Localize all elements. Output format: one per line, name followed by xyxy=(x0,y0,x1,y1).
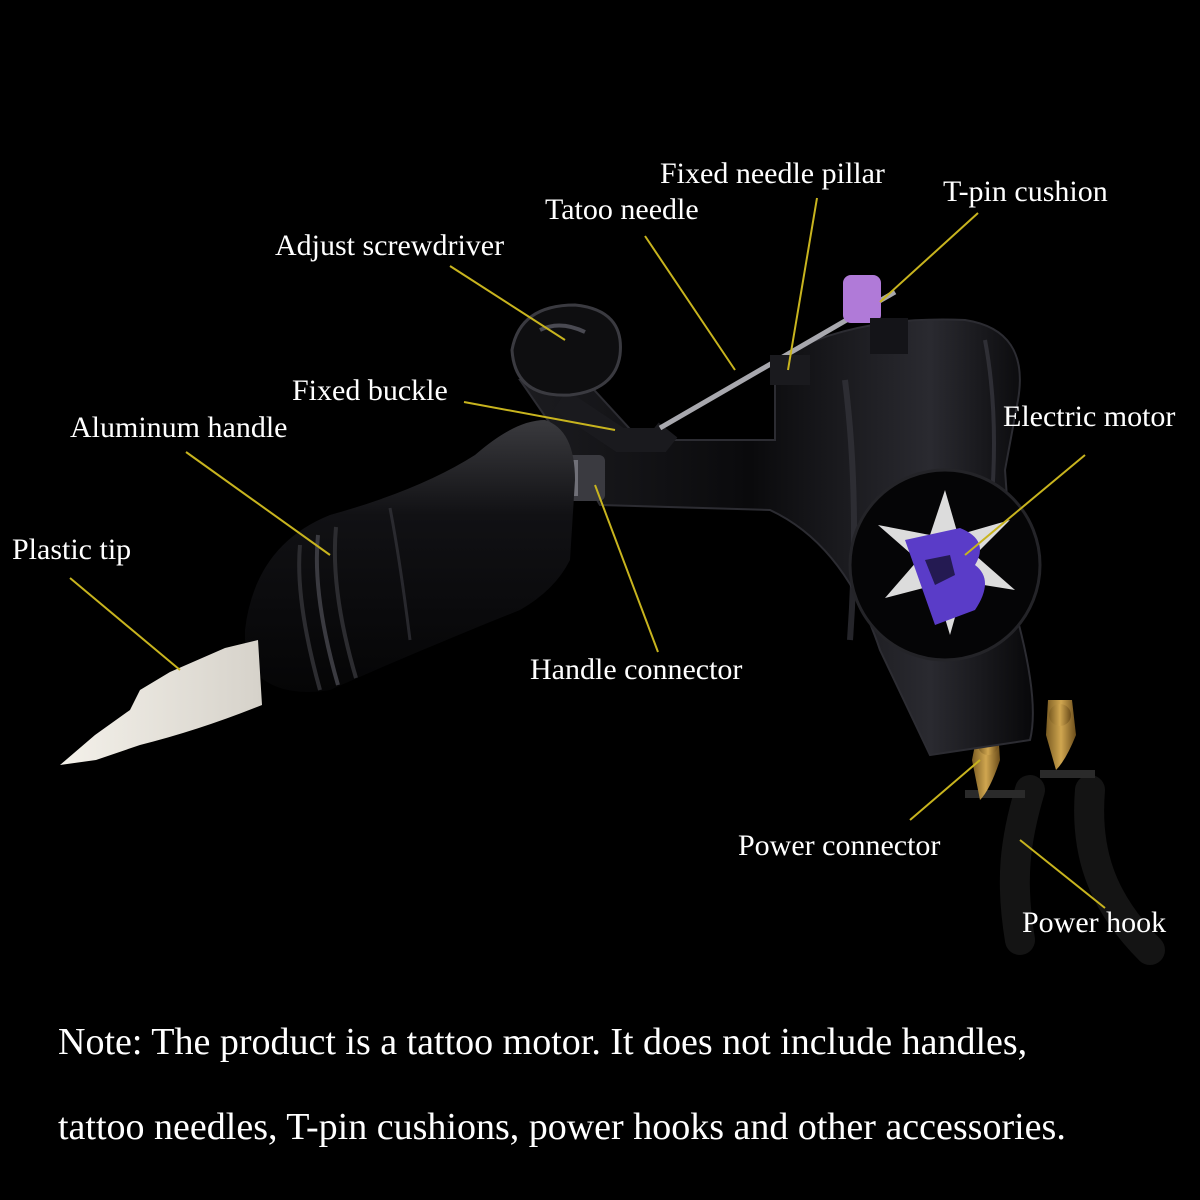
label-fixed-needle-pillar: Fixed needle pillar xyxy=(660,157,885,190)
adjust-screwdriver xyxy=(510,303,622,397)
leader-lines xyxy=(69,197,1106,909)
leader-adjust-screwdriver xyxy=(449,265,566,341)
leader-aluminum-handle xyxy=(185,451,331,556)
leader-plastic-tip xyxy=(69,577,181,671)
label-electric-motor: Electric motor xyxy=(1003,400,1176,433)
label-power-connector: Power connector xyxy=(738,829,941,862)
note-line-1: Note: The product is a tattoo motor. It … xyxy=(58,1021,1028,1063)
note-line-2: tattoo needles, T-pin cushions, power ho… xyxy=(58,1106,1066,1148)
leader-fixed-buckle xyxy=(463,401,616,431)
plastic-tip xyxy=(60,640,262,765)
label-plastic-tip: Plastic tip xyxy=(12,533,132,566)
leader-handle-connector xyxy=(594,484,659,653)
label-adjust-screwdriver: Adjust screwdriver xyxy=(275,229,505,262)
label-fixed-buckle: Fixed buckle xyxy=(292,374,448,407)
leader-tatoo-needle xyxy=(644,235,736,371)
label-handle-connector: Handle connector xyxy=(530,653,743,686)
leader-t-pin-cushion xyxy=(879,212,979,303)
leader-fixed-needle-pillar xyxy=(787,197,818,371)
leader-electric-motor xyxy=(964,454,1086,556)
aluminum-handle xyxy=(245,420,575,692)
t-pin-cushion xyxy=(843,275,908,354)
electric-motor-logo xyxy=(848,468,1042,662)
leader-power-connector xyxy=(909,759,981,821)
label-aluminum-handle: Aluminum handle xyxy=(70,411,288,444)
label-tatoo-needle: Tatoo needle xyxy=(545,193,699,226)
leader-power-hook xyxy=(1019,839,1106,909)
fixed-buckle xyxy=(553,390,678,452)
label-t-pin-cushion: T-pin cushion xyxy=(943,175,1108,208)
label-power-hook: Power hook xyxy=(1022,906,1167,939)
power-hook-cords xyxy=(965,770,1165,965)
